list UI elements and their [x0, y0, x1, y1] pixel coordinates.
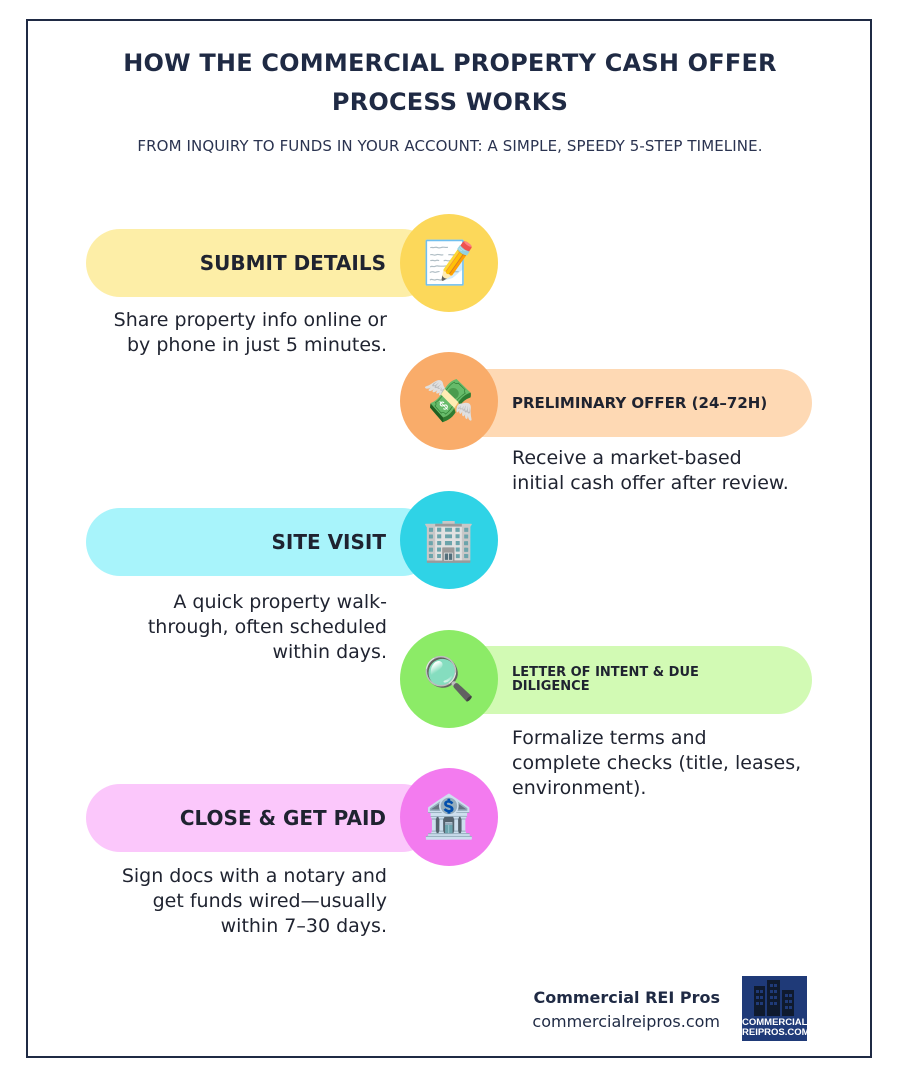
step-4-desc-line: Formalize terms and	[512, 727, 707, 749]
step-1-pill: SUBMIT DETAILS	[86, 229, 436, 297]
step-4-desc-line: environment).	[512, 777, 647, 799]
step-1-desc-line: Share property info online or	[113, 309, 387, 331]
step-3-description: A quick property walk- through, often sc…	[100, 590, 387, 665]
step-5-desc-line: within 7–30 days.	[220, 915, 387, 937]
step-2-label: PRELIMINARY OFFER (24–72H)	[512, 393, 768, 412]
brand-url[interactable]: commercialreipros.com	[532, 1012, 720, 1031]
bank-icon: 🏦	[400, 768, 498, 866]
logo-text-line-2: REIPROS.COM	[742, 1027, 807, 1038]
step-3-label: SITE VISIT	[271, 530, 386, 554]
step-3-desc-line: A quick property walk-	[173, 591, 387, 613]
step-5-desc-line: Sign docs with a notary and	[121, 865, 387, 887]
step-4-pill: LETTER OF INTENT & DUE DILIGENCE	[440, 646, 812, 714]
step-3-pill: SITE VISIT	[86, 508, 436, 576]
step-2-desc-line: initial cash offer after review.	[512, 472, 789, 494]
office-building-icon: 🏢	[400, 491, 498, 589]
money-with-wings-icon: 💸	[400, 352, 498, 450]
step-5-desc-line: get funds wired—usually	[152, 890, 387, 912]
step-4-label: LETTER OF INTENT & DUE DILIGENCE	[512, 666, 699, 694]
step-4-desc-line: complete checks (title, leases,	[512, 752, 802, 774]
step-3-desc-line: through, often scheduled	[147, 616, 387, 638]
step-5-description: Sign docs with a notary and get funds wi…	[100, 864, 387, 939]
memo-pencil-icon: 📝	[400, 214, 498, 312]
title-line-1: HOW THE COMMERCIAL PROPERTY CASH OFFER	[123, 49, 777, 77]
title-line-2: PROCESS WORKS	[331, 88, 569, 116]
step-2-desc-line: Receive a market-based	[512, 447, 742, 469]
page-title: HOW THE COMMERCIAL PROPERTY CASH OFFER P…	[0, 44, 900, 122]
brand-name: Commercial REI Pros	[533, 988, 720, 1007]
step-4-label-line: LETTER OF INTENT & DUE	[512, 665, 699, 680]
step-4-label-line: DILIGENCE	[512, 679, 590, 694]
step-1-desc-line: by phone in just 5 minutes.	[127, 334, 387, 356]
step-3-desc-line: within days.	[272, 641, 387, 663]
step-5-pill: CLOSE & GET PAID	[86, 784, 436, 852]
buildings-logo-icon	[754, 980, 794, 1016]
step-4-description: Formalize terms and complete checks (tit…	[512, 726, 812, 801]
page-subtitle: FROM INQUIRY TO FUNDS IN YOUR ACCOUNT: A…	[137, 137, 763, 155]
brand-logo: COMMERCIAL REIPROS.COM	[742, 976, 807, 1041]
magnifying-glass-icon: 🔍	[400, 630, 498, 728]
step-1-description: Share property info online or by phone i…	[100, 308, 387, 358]
logo-text-line-1: COMMERCIAL	[742, 1017, 807, 1028]
step-2-pill: PRELIMINARY OFFER (24–72H)	[440, 369, 812, 437]
step-2-description: Receive a market-based initial cash offe…	[512, 446, 812, 496]
step-1-label: SUBMIT DETAILS	[199, 251, 386, 275]
step-5-label: CLOSE & GET PAID	[179, 806, 386, 830]
